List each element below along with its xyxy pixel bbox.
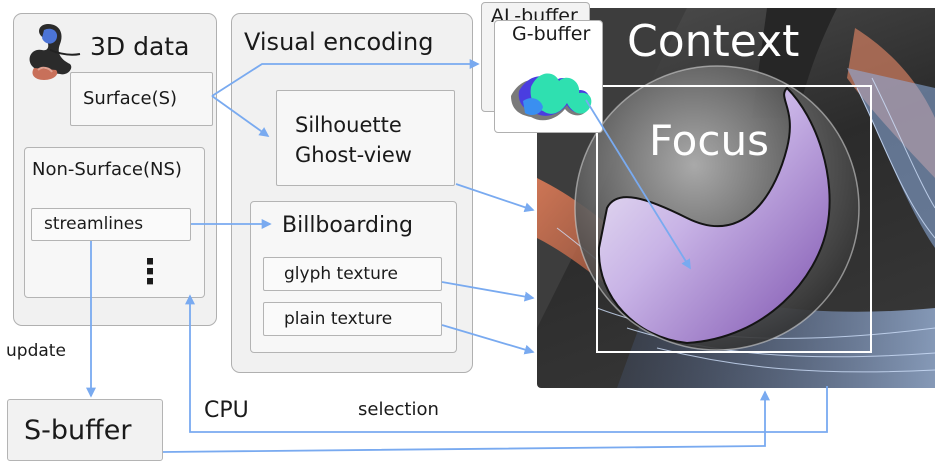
arrow-silhouette-to-render	[455, 183, 535, 213]
context-label: Context	[627, 16, 800, 67]
encoding-title: Visual encoding	[244, 28, 434, 56]
silhouette-ghost-box[interactable]: Silhouette Ghost-view	[276, 90, 455, 186]
streamlines-box[interactable]: streamlines	[31, 208, 191, 241]
encoding-panel: Visual encoding Silhouette Ghost-view Bi…	[231, 13, 473, 373]
arrow-gbuffer-to-focus	[585, 99, 691, 270]
non-surface-label: Non-Surface(NS)	[32, 159, 182, 180]
billboarding-label: Billboarding	[282, 213, 413, 238]
s-buffer-label: S-buffer	[24, 415, 132, 446]
glyph-texture-box[interactable]: glyph texture	[263, 257, 442, 291]
render-view: Context Focus	[537, 8, 935, 388]
update-label: update	[6, 341, 66, 361]
focus-label: Focus	[649, 116, 769, 165]
streamlines-label: streamlines	[44, 214, 144, 234]
plain-texture-label: plain texture	[284, 309, 393, 329]
s-buffer-box[interactable]: S-buffer	[7, 399, 163, 461]
focus-surface	[597, 86, 831, 345]
cpu-label: CPU	[204, 398, 249, 423]
arrow-sbuffer-to-render	[162, 390, 770, 453]
data3d-title: 3D data	[90, 32, 190, 61]
more-items-icon: ⋮	[133, 252, 167, 292]
streamline-model-icon	[29, 24, 81, 80]
focus-frame	[596, 85, 872, 353]
g-buffer-card: G-buffer	[494, 20, 603, 133]
non-surface-box: Non-Surface(NS) streamlines ⋮	[24, 147, 205, 298]
arrow-surface-to-silhouette	[211, 95, 270, 137]
selection-label: selection	[358, 399, 439, 420]
ghost-view-label: Ghost-view	[295, 143, 412, 167]
surface-label: Surface(S)	[83, 88, 178, 109]
silhouette-label: Silhouette	[295, 113, 402, 137]
arrow-plain-to-render	[441, 324, 535, 355]
glyph-texture-label: glyph texture	[284, 264, 398, 284]
billboarding-box: Billboarding glyph texture plain texture	[250, 201, 457, 353]
arrow-glyph-to-render	[441, 281, 535, 302]
data3d-panel: 3D data Surface(S) Non-Surface(NS) strea…	[13, 13, 217, 326]
g-buffer-label: G-buffer	[512, 23, 591, 45]
g-buffer-thumbnail	[511, 73, 592, 121]
arrow-cpu-loop	[185, 294, 828, 433]
arrow-surface-to-gbuffer	[211, 59, 480, 97]
surface-box[interactable]: Surface(S)	[70, 72, 213, 126]
sphere-rim	[574, 65, 860, 351]
plain-texture-box[interactable]: plain texture	[263, 302, 442, 336]
